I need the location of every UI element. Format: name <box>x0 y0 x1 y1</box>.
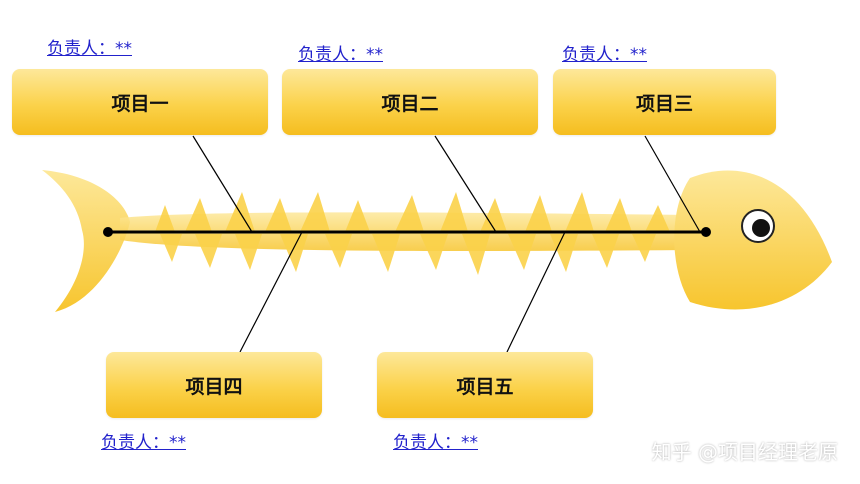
fish-bones <box>155 192 670 275</box>
owner-label-2[interactable]: 负责人：** <box>298 45 383 65</box>
item-box-3: 项目三 <box>553 69 776 135</box>
connector-item-4 <box>239 231 303 353</box>
fish-tail <box>42 170 130 312</box>
connector-item-2 <box>434 135 497 233</box>
item-label-3: 项目三 <box>635 92 693 115</box>
connector-item-1 <box>192 135 253 233</box>
item-box-5: 项目五 <box>377 352 593 418</box>
item-label-4: 项目四 <box>185 375 243 398</box>
owner-label-5[interactable]: 负责人：** <box>393 433 478 453</box>
item-label-1: 项目一 <box>111 92 169 115</box>
connector-item-3 <box>644 135 701 233</box>
fish-pupil <box>752 219 770 237</box>
item-box-1: 项目一 <box>12 69 268 135</box>
watermark-text: 知乎 @项目经理老原 <box>651 440 838 464</box>
owner-label-4[interactable]: 负责人：** <box>101 433 186 453</box>
owner-label-3[interactable]: 负责人：** <box>562 45 647 65</box>
spine-end-dot <box>701 227 711 237</box>
spine-start-dot <box>103 227 113 237</box>
item-label-2: 项目二 <box>381 92 439 115</box>
owner-label-1[interactable]: 负责人：** <box>47 39 132 59</box>
item-box-4: 项目四 <box>106 352 322 418</box>
connector-item-5 <box>506 231 566 353</box>
item-box-2: 项目二 <box>282 69 538 135</box>
item-label-5: 项目五 <box>456 375 514 398</box>
